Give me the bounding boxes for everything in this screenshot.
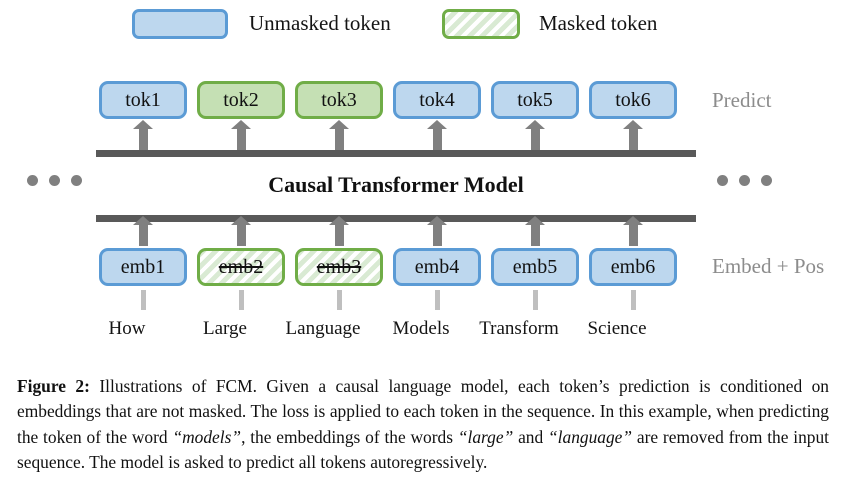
embedding-row: emb1 emb2 emb3 emb4 emb5 emb6 [0, 248, 846, 286]
arrow-embed-4 [426, 216, 447, 246]
caption-text-1: Illustrations of FCM. Given a causal lan… [17, 376, 829, 447]
token-box-tok4: tok4 [393, 81, 481, 119]
token-label: tok1 [125, 89, 161, 111]
dot-icon [49, 175, 60, 186]
embedding-box-emb5: emb5 [491, 248, 579, 286]
dot-icon [71, 175, 82, 186]
side-label-predict: Predict [712, 88, 772, 112]
transformer-bottom-bar [96, 215, 696, 222]
arrow-embed-6 [622, 216, 643, 246]
dot-icon [739, 175, 750, 186]
caption-italic-language: “language” [548, 426, 633, 447]
transformer-title: Causal Transformer Model [268, 172, 524, 197]
token-box-tok2: tok2 [197, 81, 285, 119]
token-box-tok5: tok5 [491, 81, 579, 119]
caption-italic-models: “models” [172, 426, 242, 447]
ellipsis-left-icon [27, 175, 82, 186]
token-box-tok1: tok1 [99, 81, 187, 119]
token-label: tok3 [321, 89, 357, 111]
ellipsis-right-icon [717, 175, 772, 186]
legend-label-masked: Masked token [539, 11, 658, 35]
dot-icon [761, 175, 772, 186]
word-stem-2 [238, 290, 244, 310]
caption-text-2: , the embeddings of the words [241, 426, 458, 447]
word-stem-4 [434, 290, 440, 310]
token-row: tok1 tok2 tok3 tok4 tok5 tok6 [0, 81, 846, 119]
arrow-predict-3 [328, 120, 349, 150]
legend-swatch-masked [442, 9, 520, 39]
embedding-label: emb1 [120, 256, 166, 278]
word-label-models: Models [392, 318, 450, 339]
embedding-label: emb6 [610, 256, 656, 278]
embedding-box-emb2: emb2 [197, 248, 285, 286]
word-label-science: Science [587, 318, 647, 339]
embedding-label: emb2 [218, 256, 264, 278]
dot-icon [717, 175, 728, 186]
embedding-label: emb3 [316, 256, 362, 278]
arrow-predict-5 [524, 120, 545, 150]
caption-text-4: are removed from the input sequence. The… [17, 426, 830, 473]
word-label-large: Large [203, 318, 247, 339]
arrow-predict-2 [230, 120, 251, 150]
word-stem-1 [140, 290, 146, 310]
caption-figure-number: Figure 2: [17, 376, 90, 396]
side-label-embed: Embed + Pos [712, 254, 825, 278]
word-label-transform: Transform [479, 318, 559, 339]
arrow-predict-1 [132, 120, 153, 150]
arrow-embed-3 [328, 216, 349, 246]
figure-diagram: Unmasked token Masked token tok1 tok2 tok3… [0, 9, 846, 339]
embedding-box-emb1: emb1 [99, 248, 187, 286]
embedding-label: emb4 [414, 256, 460, 278]
word-label-how: How [108, 318, 146, 339]
embedding-box-emb6: emb6 [589, 248, 677, 286]
caption-italic-large: “large” [457, 426, 514, 447]
word-stem-6 [630, 290, 636, 310]
token-label: tok4 [419, 89, 455, 111]
token-box-tok6: tok6 [589, 81, 677, 119]
word-label-language: Language [285, 318, 361, 339]
transformer-top-bar [96, 150, 696, 157]
embedding-label: emb5 [512, 256, 558, 278]
token-label: tok2 [223, 89, 259, 111]
arrow-embed-1 [132, 216, 153, 246]
token-label: tok6 [615, 89, 651, 111]
legend-swatch-unmasked [132, 9, 228, 39]
token-box-tok3: tok3 [295, 81, 383, 119]
dot-icon [27, 175, 38, 186]
figure-caption: Figure 2: Illustrations of FCM. Given a … [17, 374, 829, 476]
arrow-predict-4 [426, 120, 447, 150]
arrow-embed-2 [230, 216, 251, 246]
arrow-predict-6 [622, 120, 643, 150]
word-stem-5 [532, 290, 538, 310]
token-label: tok5 [517, 89, 553, 111]
embedding-box-emb4: emb4 [393, 248, 481, 286]
arrow-embed-5 [524, 216, 545, 246]
legend-label-unmasked: Unmasked token [249, 11, 391, 35]
caption-text-3: and [513, 426, 548, 447]
word-stem-3 [336, 290, 342, 310]
embedding-box-emb3: emb3 [295, 248, 383, 286]
